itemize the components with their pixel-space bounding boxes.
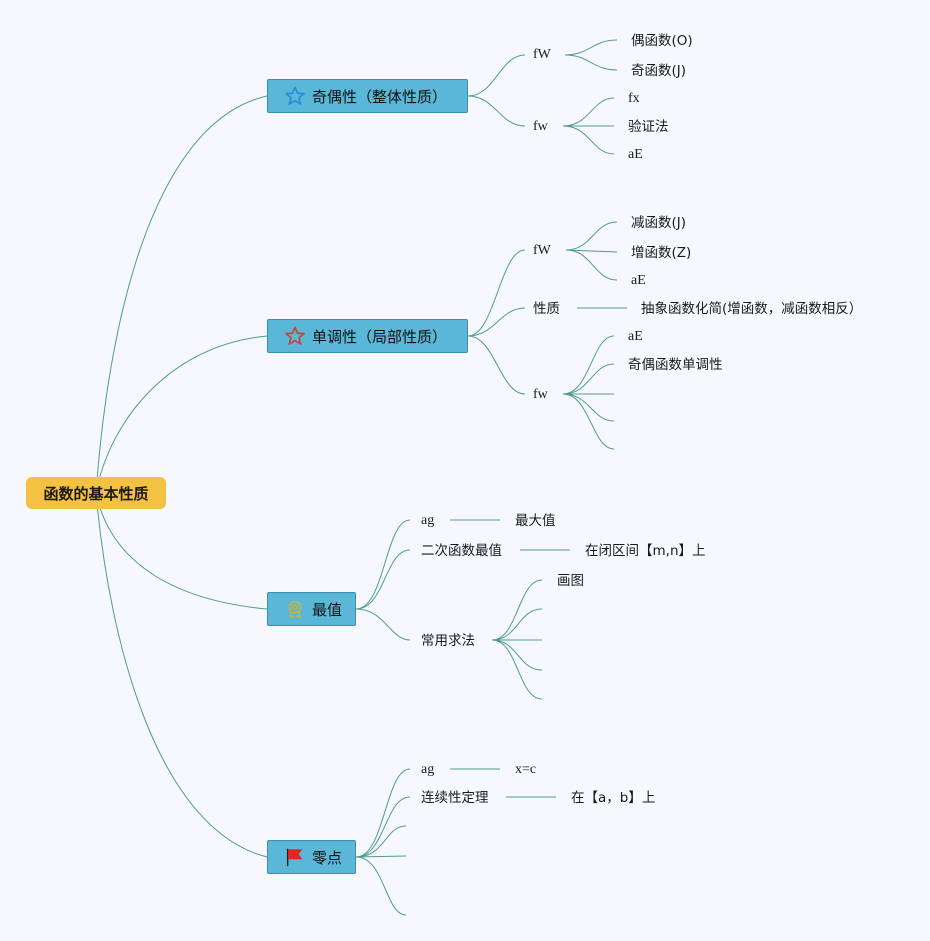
monotonic-method-item[interactable]: 奇偶函数单调性 [628, 357, 723, 373]
topic-parity[interactable]: 奇偶性（整体性质） [267, 79, 468, 113]
monotonic-definition[interactable]: fW [533, 243, 551, 258]
zero-continuity-item[interactable]: 在【a，b】上 [571, 790, 656, 806]
parity-def-item[interactable]: 偶函数(O) [631, 33, 693, 49]
star-outline-icon [284, 85, 306, 107]
extremum-methods[interactable]: 常用求法 [421, 633, 475, 649]
parity-method-item[interactable]: aE [628, 147, 643, 162]
parity-def-item[interactable]: 奇函数(J) [631, 63, 687, 79]
monotonic-property-item[interactable]: 抽象函数化简(增函数，减函数相反） [641, 301, 863, 317]
extremum-quadratic-item[interactable]: 在闭区间【m,n】上 [585, 543, 706, 559]
monotonic-property[interactable]: 性质 [533, 301, 560, 317]
extremum-ag-item[interactable]: 最大值 [515, 513, 556, 529]
topic-extremum-label: 最值 [312, 600, 343, 619]
monotonic-method[interactable]: fw [533, 387, 548, 402]
topic-monotonic[interactable]: 单调性（局部性质） [267, 319, 468, 353]
parity-method-item[interactable]: 验证法 [628, 119, 669, 135]
topic-extremum[interactable]: 最值 [267, 592, 356, 626]
topic-zero[interactable]: 零点 [267, 840, 356, 874]
root-node[interactable]: 函数的基本性质 [26, 477, 166, 509]
zero-ag[interactable]: ag [421, 762, 435, 777]
zero-continuity[interactable]: 连续性定理 [421, 790, 489, 806]
extremum-method-item[interactable]: 画图 [557, 573, 584, 589]
monotonic-def-item[interactable]: 减函数(J) [631, 215, 687, 231]
extremum-quadratic[interactable]: 二次函数最值 [421, 543, 502, 559]
topic-monotonic-label: 单调性（局部性质） [312, 327, 448, 346]
monotonic-def-item[interactable]: aE [631, 273, 646, 288]
zero-ag-item[interactable]: x=c [515, 762, 537, 777]
root-label: 函数的基本性质 [43, 484, 149, 503]
star-red-outline-icon [284, 325, 306, 347]
monotonic-def-item[interactable]: 增函数(Z) [631, 245, 692, 261]
topic-parity-label: 奇偶性（整体性质） [312, 87, 448, 106]
monotonic-method-item[interactable]: aE [628, 329, 643, 344]
parity-definition[interactable]: fW [533, 47, 551, 62]
red-flag-icon [284, 846, 306, 868]
parity-method-item[interactable]: fx [628, 91, 640, 106]
extremum-ag[interactable]: ag [421, 513, 435, 528]
award-medal-icon [284, 598, 306, 620]
topic-zero-label: 零点 [312, 848, 343, 867]
parity-method[interactable]: fw [533, 119, 548, 134]
